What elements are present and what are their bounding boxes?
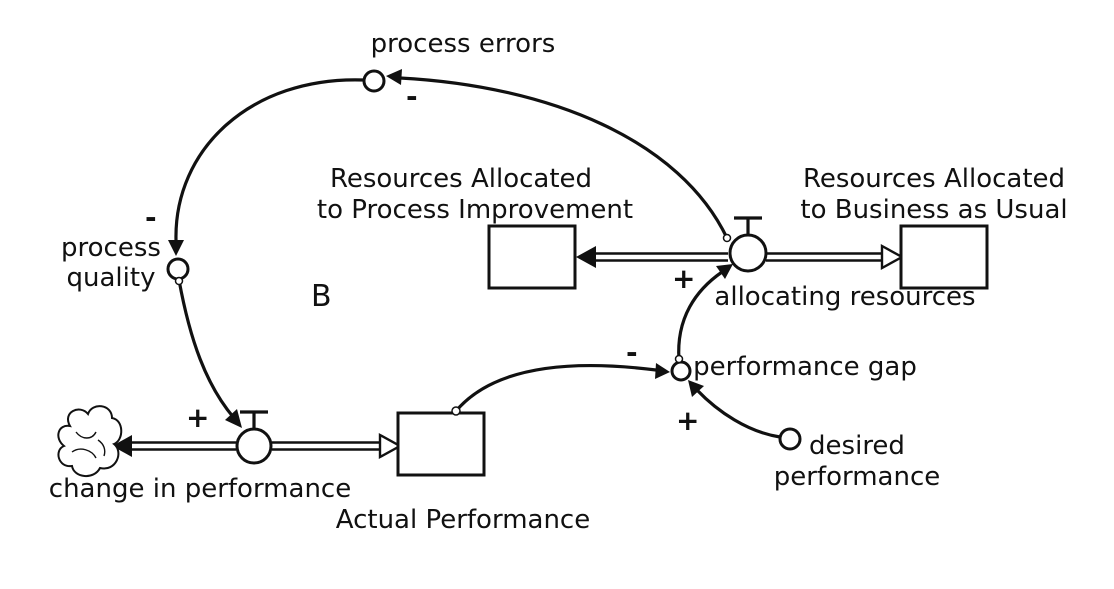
- label-performance-gap: performance gap: [693, 352, 917, 382]
- link-actual-to-gap: [451, 363, 670, 416]
- label-process-quality-line1: process: [61, 233, 161, 263]
- flow-pipe-to-business-as-usual: [766, 243, 905, 271]
- flow-pipe-to-process-improvement: [576, 246, 728, 268]
- flow-arrow-head-right: [880, 243, 905, 271]
- link-arrowhead: [168, 240, 184, 256]
- label-process-improvement-line1: Resources Allocated: [330, 164, 592, 194]
- polarity-desired-to-gap: +: [676, 404, 699, 437]
- polarity-errors-to-quality: -: [145, 201, 157, 234]
- label-actual-performance: Actual Performance: [336, 505, 590, 535]
- label-business-as-usual-line2: to Business as Usual: [800, 195, 1067, 225]
- polarity-gap-to-allocating: +: [672, 262, 695, 295]
- link-arrowhead: [655, 363, 670, 379]
- cloud-icon: [57, 405, 123, 477]
- aux-desired-performance: [778, 427, 802, 451]
- stock-actual-performance: [396, 411, 486, 477]
- link-arrowhead: [386, 69, 402, 85]
- label-process-quality-line2: quality: [67, 263, 156, 293]
- aux-performance-gap: [670, 360, 692, 382]
- polarity-actual-to-gap: -: [626, 336, 638, 369]
- link-arrowhead: [225, 409, 242, 428]
- polarity-allocating-to-errors: -: [406, 80, 418, 113]
- valve-allocating-resources: [728, 216, 768, 273]
- link-desired-to-gap: [688, 380, 781, 439]
- aux-process-quality: [166, 257, 190, 281]
- label-desired-performance-line2: performance: [774, 462, 941, 492]
- flow-pipe-change-in-performance: [112, 432, 403, 460]
- stock-process-improvement: [487, 224, 577, 290]
- link-arrowhead: [716, 264, 733, 279]
- loop-label: B: [311, 279, 332, 314]
- flow-arrow-head-left: [576, 246, 596, 268]
- aux-process-errors: [362, 69, 386, 93]
- valve-change-in-performance: [235, 410, 273, 465]
- label-allocating-resources: allocating resources: [714, 282, 975, 312]
- polarity-quality-to-change: +: [186, 401, 209, 434]
- label-change-in-performance: change in performance: [49, 474, 351, 504]
- stock-business-as-usual: [899, 224, 989, 290]
- label-process-errors: process errors: [371, 29, 556, 59]
- link-arrowhead: [688, 380, 704, 397]
- label-desired-performance-line1: desired: [809, 431, 905, 461]
- link-gap-to-allocating: [674, 264, 733, 364]
- flow-arrow-head-to-stock: [378, 432, 403, 460]
- label-process-improvement-line2: to Process Improvement: [317, 195, 633, 225]
- link-allocating-to-errors: [386, 69, 732, 243]
- link-quality-to-change: [174, 276, 242, 428]
- flow-arrow-head-to-cloud: [112, 435, 132, 457]
- label-business-as-usual-line1: Resources Allocated: [803, 164, 1065, 194]
- link-errors-to-quality: [168, 78, 365, 256]
